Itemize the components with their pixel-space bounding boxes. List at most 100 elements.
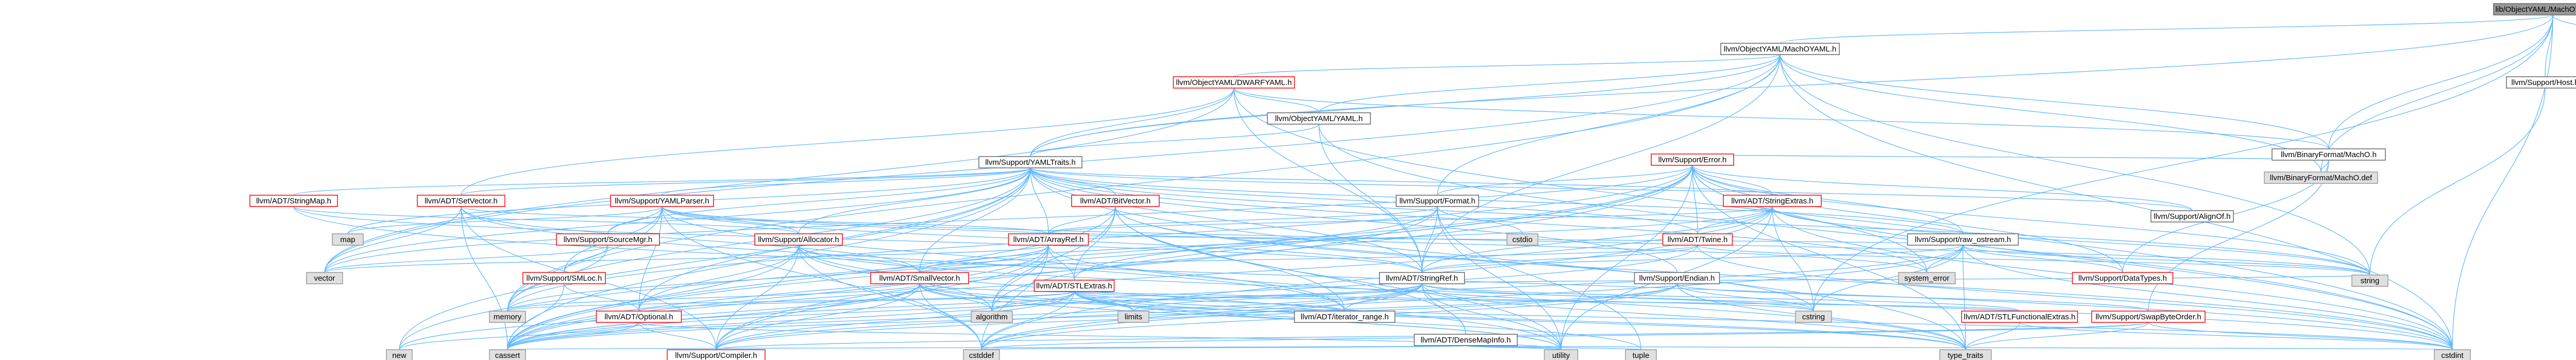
- include-edge: [662, 206, 799, 234]
- node-box: [1379, 272, 1465, 284]
- include-edge: [1233, 88, 2329, 149]
- graph-node-bitvector[interactable]: llvm/ADT/BitVector.h: [1071, 195, 1160, 207]
- graph-node-allocator[interactable]: llvm/Support/Allocator.h: [754, 233, 843, 246]
- include-edge: [919, 283, 1134, 312]
- graph-node-systemerror[interactable]: system_error: [1898, 272, 1956, 284]
- graph-node-error[interactable]: llvm/Support/Error.h: [1651, 153, 1734, 166]
- include-edge: [1780, 54, 2329, 149]
- graph-node-objyaml[interactable]: llvm/ObjectYAML/YAML.h: [1267, 112, 1371, 125]
- graph-node-swapbyte[interactable]: llvm/Support/SwapByteOrder.h: [2091, 311, 2206, 323]
- graph-node-twine[interactable]: llvm/ADT/Twine.h: [1662, 233, 1733, 246]
- include-edge: [1048, 245, 1075, 281]
- include-edge: [1697, 206, 1773, 234]
- include-edge: [1437, 165, 1693, 196]
- graph-node-dwarfyaml[interactable]: llvm/ObjectYAML/DWARFYAML.h: [1173, 76, 1295, 89]
- node-box: [2434, 349, 2471, 360]
- node-label: llvm/ADT/StringMap.h: [256, 197, 331, 205]
- node-label: cassert: [495, 351, 520, 360]
- graph-node-cstdint[interactable]: cstdint: [2434, 349, 2471, 360]
- include-edge: [347, 206, 663, 234]
- graph-node-map[interactable]: map: [332, 233, 364, 246]
- graph-node-optional[interactable]: llvm/ADT/Optional.h: [596, 311, 682, 323]
- include-edge: [507, 245, 1049, 312]
- node-box: [1662, 233, 1733, 246]
- node-box: [610, 195, 714, 207]
- node-label: llvm/ADT/SetVector.h: [425, 197, 498, 205]
- node-box: [2493, 3, 2576, 15]
- graph-node-setvector[interactable]: llvm/ADT/SetVector.h: [417, 195, 505, 207]
- node-box: [1008, 233, 1089, 246]
- include-edge: [798, 245, 920, 273]
- graph-node-root[interactable]: lib/ObjectYAML/MachOYAML.cpp: [2493, 3, 2576, 15]
- include-edge: [564, 283, 639, 312]
- graph-node-machodef[interactable]: llvm/BinaryFormat/MachO.def: [2264, 172, 2378, 184]
- include-edge: [2328, 14, 2553, 149]
- graph-edges: [293, 14, 2576, 350]
- include-edge: [1437, 206, 1641, 350]
- include-edge: [1074, 206, 1116, 281]
- graph-node-limits[interactable]: limits: [1117, 311, 1149, 323]
- graph-node-tuple[interactable]: tuple: [1625, 349, 1657, 360]
- graph-node-typetraits[interactable]: type_traits: [1939, 349, 1992, 360]
- graph-node-endian[interactable]: llvm/Support/Endian.h: [1634, 272, 1720, 284]
- graph-node-cstdio[interactable]: cstdio: [1506, 233, 1538, 246]
- node-label: llvm/Support/Allocator.h: [758, 235, 839, 244]
- graph-node-sourcemgr[interactable]: llvm/Support/SourceMgr.h: [556, 233, 660, 246]
- node-label: vector: [314, 274, 335, 283]
- graph-node-cstddef[interactable]: cstddef: [963, 349, 1000, 360]
- graph-node-format[interactable]: llvm/Support/Format.h: [1396, 195, 1479, 207]
- include-edge: [1074, 291, 2020, 312]
- graph-node-utility[interactable]: utility: [1544, 349, 1579, 360]
- graph-node-vector[interactable]: vector: [306, 272, 343, 284]
- include-edge: [1421, 275, 2370, 284]
- graph-node-stringref[interactable]: llvm/ADT/StringRef.h: [1379, 272, 1465, 284]
- graph-node-yamltraits[interactable]: llvm/Support/YAMLTraits.h: [978, 156, 1082, 168]
- node-label: llvm/ObjectYAML/YAML.h: [1275, 114, 1363, 123]
- node-label: cstdint: [2441, 351, 2464, 360]
- graph-node-yamlparser[interactable]: llvm/Support/YAMLParser.h: [610, 195, 714, 207]
- graph-node-cstring[interactable]: cstring: [1795, 311, 1832, 323]
- include-edge: [991, 283, 1422, 312]
- graph-node-arrayref[interactable]: llvm/ADT/ArrayRef.h: [1008, 233, 1089, 246]
- graph-node-alignof[interactable]: llvm/Support/AlignOf.h: [2150, 210, 2234, 222]
- graph-node-densemapinfo[interactable]: llvm/ADT/DenseMapInfo.h: [1414, 334, 1518, 346]
- include-edge: [2552, 14, 2576, 25]
- include-edge: [919, 283, 1966, 350]
- graph-node-binmacho[interactable]: llvm/BinaryFormat/MachO.h: [2272, 148, 2386, 161]
- graph-node-compiler[interactable]: llvm/Support/Compiler.h: [667, 349, 766, 360]
- graph-node-smallvector[interactable]: llvm/ADT/SmallVector.h: [870, 272, 969, 284]
- graph-node-iteratorrange[interactable]: llvm/ADT/iterator_range.h: [1294, 311, 1396, 323]
- include-edge: [2369, 88, 2546, 276]
- node-label: tuple: [1633, 351, 1650, 360]
- include-edge: [662, 206, 1345, 312]
- include-edge: [507, 165, 1693, 350]
- node-box: [2072, 272, 2174, 284]
- include-edge: [1962, 245, 2123, 273]
- include-edge: [1048, 206, 1438, 234]
- graph-node-string[interactable]: string: [2351, 275, 2388, 287]
- graph-node-smloc[interactable]: llvm/Support/SMLoc.h: [522, 272, 606, 284]
- include-edge: [1233, 88, 1319, 113]
- graph-node-hostinc[interactable]: llvm/Support/Host.h: [2506, 76, 2576, 89]
- graph-node-algorithm[interactable]: algorithm: [971, 311, 1013, 323]
- node-label: llvm/Support/SourceMgr.h: [564, 235, 653, 244]
- include-edge: [919, 245, 1698, 273]
- include-edge: [1692, 165, 1963, 234]
- node-box: [1651, 153, 1734, 166]
- graph-node-machoyaml[interactable]: llvm/ObjectYAML/MachOYAML.h: [1720, 43, 1840, 55]
- graph-node-rawostream[interactable]: llvm/Support/raw_ostream.h: [1907, 233, 2019, 246]
- graph-node-stringmap[interactable]: llvm/ADT/StringMap.h: [249, 195, 338, 207]
- graph-node-memory[interactable]: memory: [489, 311, 526, 323]
- graph-node-stlextras[interactable]: llvm/ADT/STLExtras.h: [1033, 280, 1115, 292]
- node-box: [1544, 349, 1579, 360]
- node-box: [1907, 233, 2019, 246]
- include-edge: [293, 206, 799, 234]
- graph-node-cassert[interactable]: cassert: [489, 349, 526, 360]
- include-edge: [1780, 54, 2370, 276]
- graph-node-new[interactable]: new: [386, 349, 413, 360]
- graph-node-stringextras[interactable]: llvm/ADT/StringExtras.h: [1723, 195, 1822, 207]
- graph-node-stlfunc[interactable]: llvm/ADT/STLFunctionalExtras.h: [1961, 311, 2078, 323]
- include-edge: [1692, 165, 2193, 211]
- graph-node-datatypes[interactable]: llvm/Support/DataTypes.h: [2072, 272, 2174, 284]
